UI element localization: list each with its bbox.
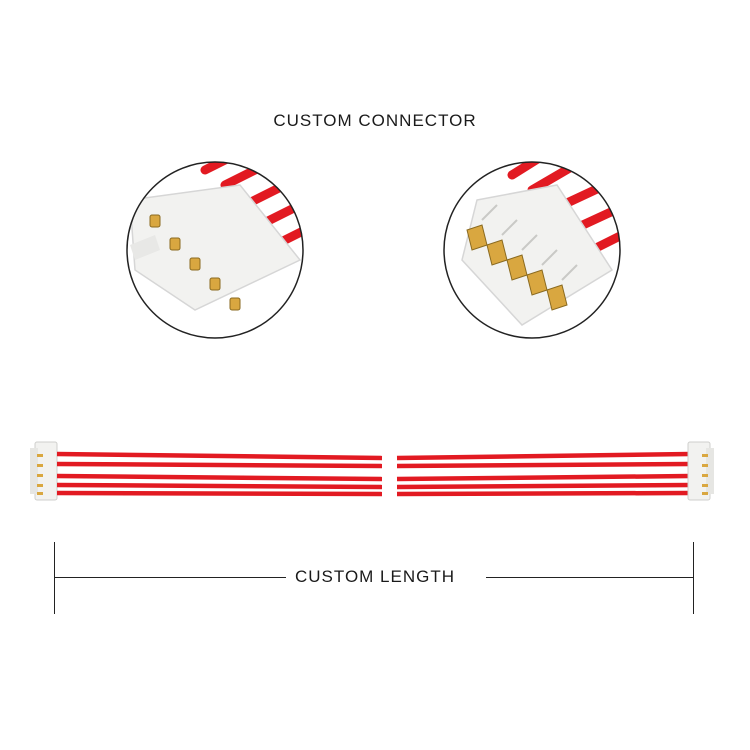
right-wire-bundle	[396, 451, 691, 497]
dimension-tick-right	[693, 542, 694, 614]
page-title: CUSTOM CONNECTOR	[273, 111, 477, 130]
dimension-line-left	[54, 577, 286, 578]
right-connector	[687, 441, 714, 501]
cable-assembly	[30, 441, 714, 501]
left-wire-bundle	[56, 451, 383, 497]
length-label: CUSTOM LENGTH	[294, 567, 456, 586]
connector-closeup-right	[443, 161, 621, 339]
left-connector	[30, 441, 58, 501]
pin-row	[149, 214, 241, 311]
connector-housing	[129, 184, 302, 311]
connector-closeup-left	[126, 161, 304, 339]
dimension-line-right	[486, 577, 693, 578]
dimension-tick-left	[54, 542, 55, 614]
